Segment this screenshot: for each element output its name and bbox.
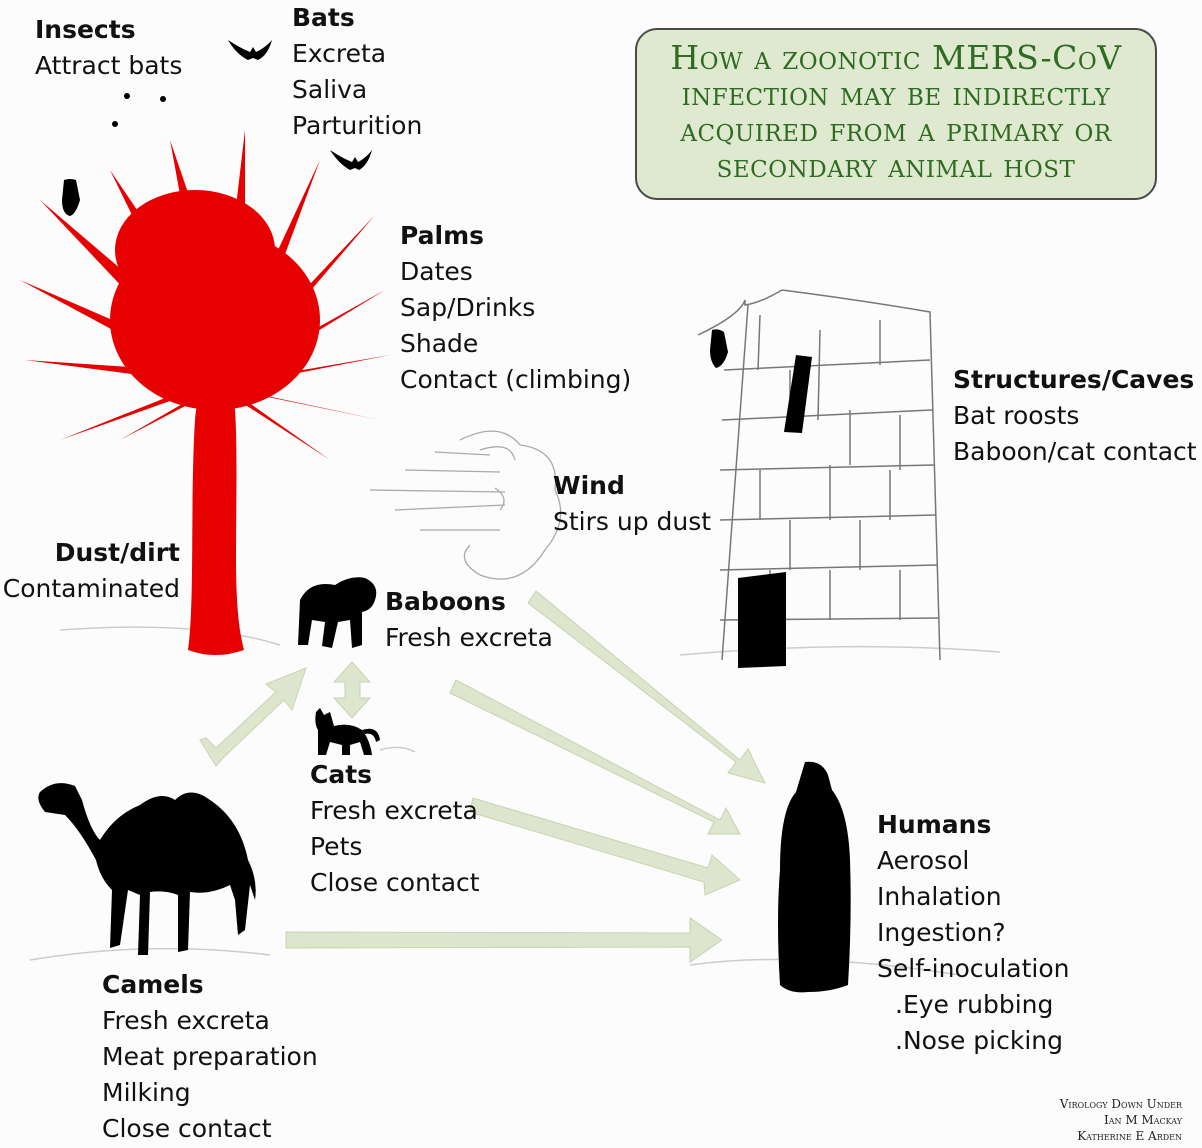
bats-label: Bats Excreta Saliva Parturition [292,0,422,144]
baboons-line: Fresh excreta [385,623,553,652]
bat-icon [62,40,728,368]
bats-line: Excreta [292,39,387,68]
palms-line: Shade [400,329,479,358]
humans-line: .Eye rubbing [895,990,1054,1019]
palms-line: Dates [400,257,473,286]
insect-icon [112,93,166,127]
building-icon [697,289,941,661]
title-line: acquired from a primary or [680,110,1112,149]
structures-line: Baboon/cat contact [953,437,1197,466]
palms-label: Palms Dates Sap/Drinks Shade Contact (cl… [400,218,631,398]
palms-heading: Palms [400,221,485,250]
credit-line: Ian M Mackay [1103,1113,1182,1127]
humans-line: Ingestion? [877,918,1006,947]
cats-line: Close contact [310,868,480,897]
bats-line: Saliva [292,75,368,104]
cats-line: Pets [310,832,363,861]
bats-line: Parturition [292,111,423,140]
title-line: secondary animal host [716,146,1076,185]
credits: Virology Down Under Ian M Mackay Katheri… [1060,1096,1182,1144]
credit-line: Katherine E Arden [1077,1129,1182,1143]
title-line: infection may be indirectly [681,74,1111,113]
camels-line: Meat preparation [102,1042,318,1071]
humans-heading: Humans [877,810,992,839]
arrows [199,590,766,963]
wind-label: Wind Stirs up dust [553,468,711,540]
structures-label: Structures/Caves Bat roosts Baboon/cat c… [953,362,1197,470]
cat-icon [315,708,380,755]
camel-icon [38,783,256,955]
wind-line: Stirs up dust [553,507,712,536]
palm-tree-icon [20,130,390,655]
title-line: How a zoonotic MERS-CoV [670,38,1122,77]
humans-line: Self-inoculation [877,954,1070,983]
baboons-label: Baboons Fresh excreta [385,584,553,656]
credit-line: Virology Down Under [1059,1097,1182,1111]
ground-lines [29,626,1001,976]
humans-line: .Nose picking [895,1026,1063,1055]
structures-line: Bat roosts [953,401,1080,430]
wind-heading: Wind [553,471,625,500]
camels-line: Close contact [102,1114,272,1143]
humans-line: Aerosol [877,846,970,875]
humans-label: Humans Aerosol Inhalation Ingestion? Sel… [877,807,1069,1059]
dust-heading: Dust/dirt [54,538,180,567]
bats-heading: Bats [292,3,355,32]
baboon-icon [298,577,377,648]
palms-line: Sap/Drinks [400,293,536,322]
human-icon [778,761,851,993]
camels-heading: Camels [102,970,204,999]
dust-label: Dust/dirt Contaminated [0,535,180,607]
camels-line: Milking [102,1078,191,1107]
humans-line: Inhalation [877,882,1002,911]
baboons-heading: Baboons [385,587,506,616]
building-openings [738,355,812,668]
insects-line: Attract bats [35,51,183,80]
structures-heading: Structures/Caves [953,365,1195,394]
insects-heading: Insects [35,15,136,44]
palms-line: Contact (climbing) [400,365,632,394]
cats-label: Cats Fresh excreta Pets Close contact [310,757,480,901]
dust-line: Contaminated [2,574,180,603]
wind-icon [369,430,562,580]
title-box: How a zoonotic MERS-CoV infection may be… [635,28,1157,200]
cats-heading: Cats [310,760,373,789]
camels-label: Camels Fresh excreta Meat preparation Mi… [102,967,318,1147]
cats-line: Fresh excreta [310,796,478,825]
camels-line: Fresh excreta [102,1006,270,1035]
insects-label: Insects Attract bats [35,12,182,84]
